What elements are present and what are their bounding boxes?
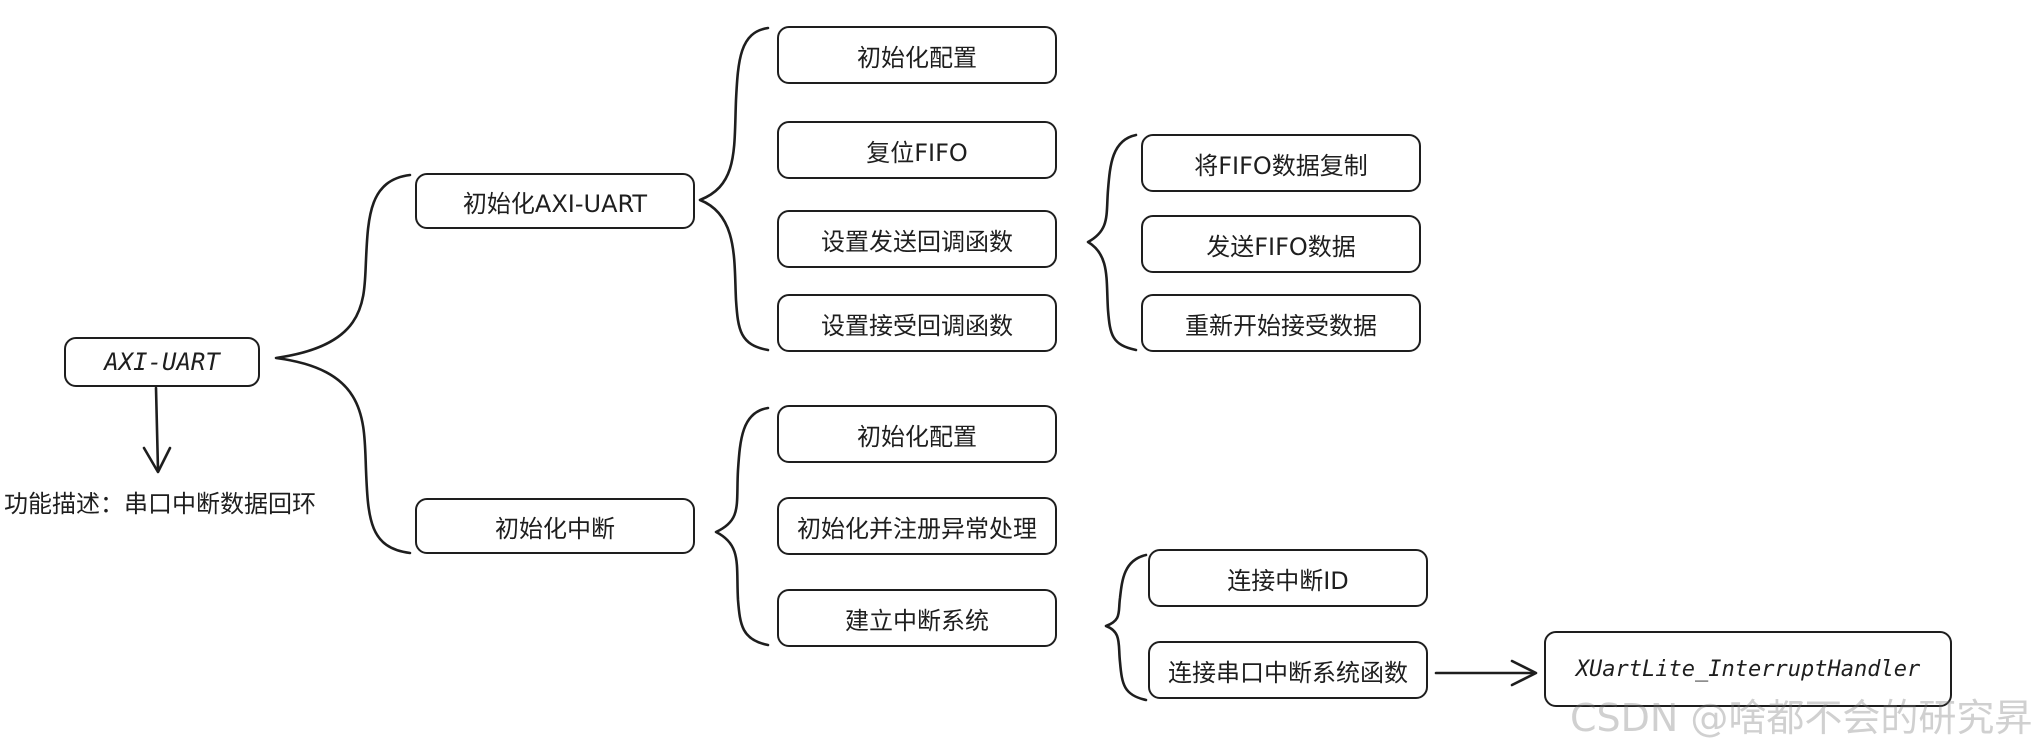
handler-arrow-head (1510, 659, 1538, 687)
root-arrow-head (142, 446, 172, 474)
step-init-config-2: 初始化配置 (777, 405, 1057, 463)
step-set-receive-callback: 设置接受回调函数 (777, 294, 1057, 352)
step-init-config-1: 初始化配置 (777, 26, 1057, 84)
step-set-send-callback: 设置发送回调函数 (777, 210, 1057, 268)
step-register-exception: 初始化并注册异常处理 (777, 497, 1057, 555)
root-brace (274, 173, 412, 555)
step-send-fifo: 发送FIFO数据 (1141, 215, 1421, 273)
handler-node: XUartLite_InterruptHandler (1544, 631, 1952, 707)
step-connect-interrupt-id: 连接中断ID (1148, 549, 1428, 607)
step-restart-receive: 重新开始接受数据 (1141, 294, 1421, 352)
step-copy-fifo: 将FIFO数据复制 (1141, 134, 1421, 192)
root-node: AXI-UART (64, 337, 260, 387)
branch1-brace (698, 26, 770, 352)
intsys-brace (1104, 553, 1148, 702)
root-arrow (154, 386, 160, 472)
callback-brace (1086, 133, 1138, 352)
step-reset-fifo: 复位FIFO (777, 121, 1057, 179)
branch2-brace (714, 406, 770, 647)
step-connect-uart-handler: 连接串口中断系统函数 (1148, 641, 1428, 699)
step-build-interrupt-system: 建立中断系统 (777, 589, 1057, 647)
watermark: CSDN @啥都不会的研究昇 (1570, 696, 2033, 740)
branch-node-init-axi-uart: 初始化AXI-UART (415, 173, 695, 229)
description-text: 功能描述：串口中断数据回环 (4, 490, 316, 518)
branch-node-init-interrupt: 初始化中断 (415, 498, 695, 554)
